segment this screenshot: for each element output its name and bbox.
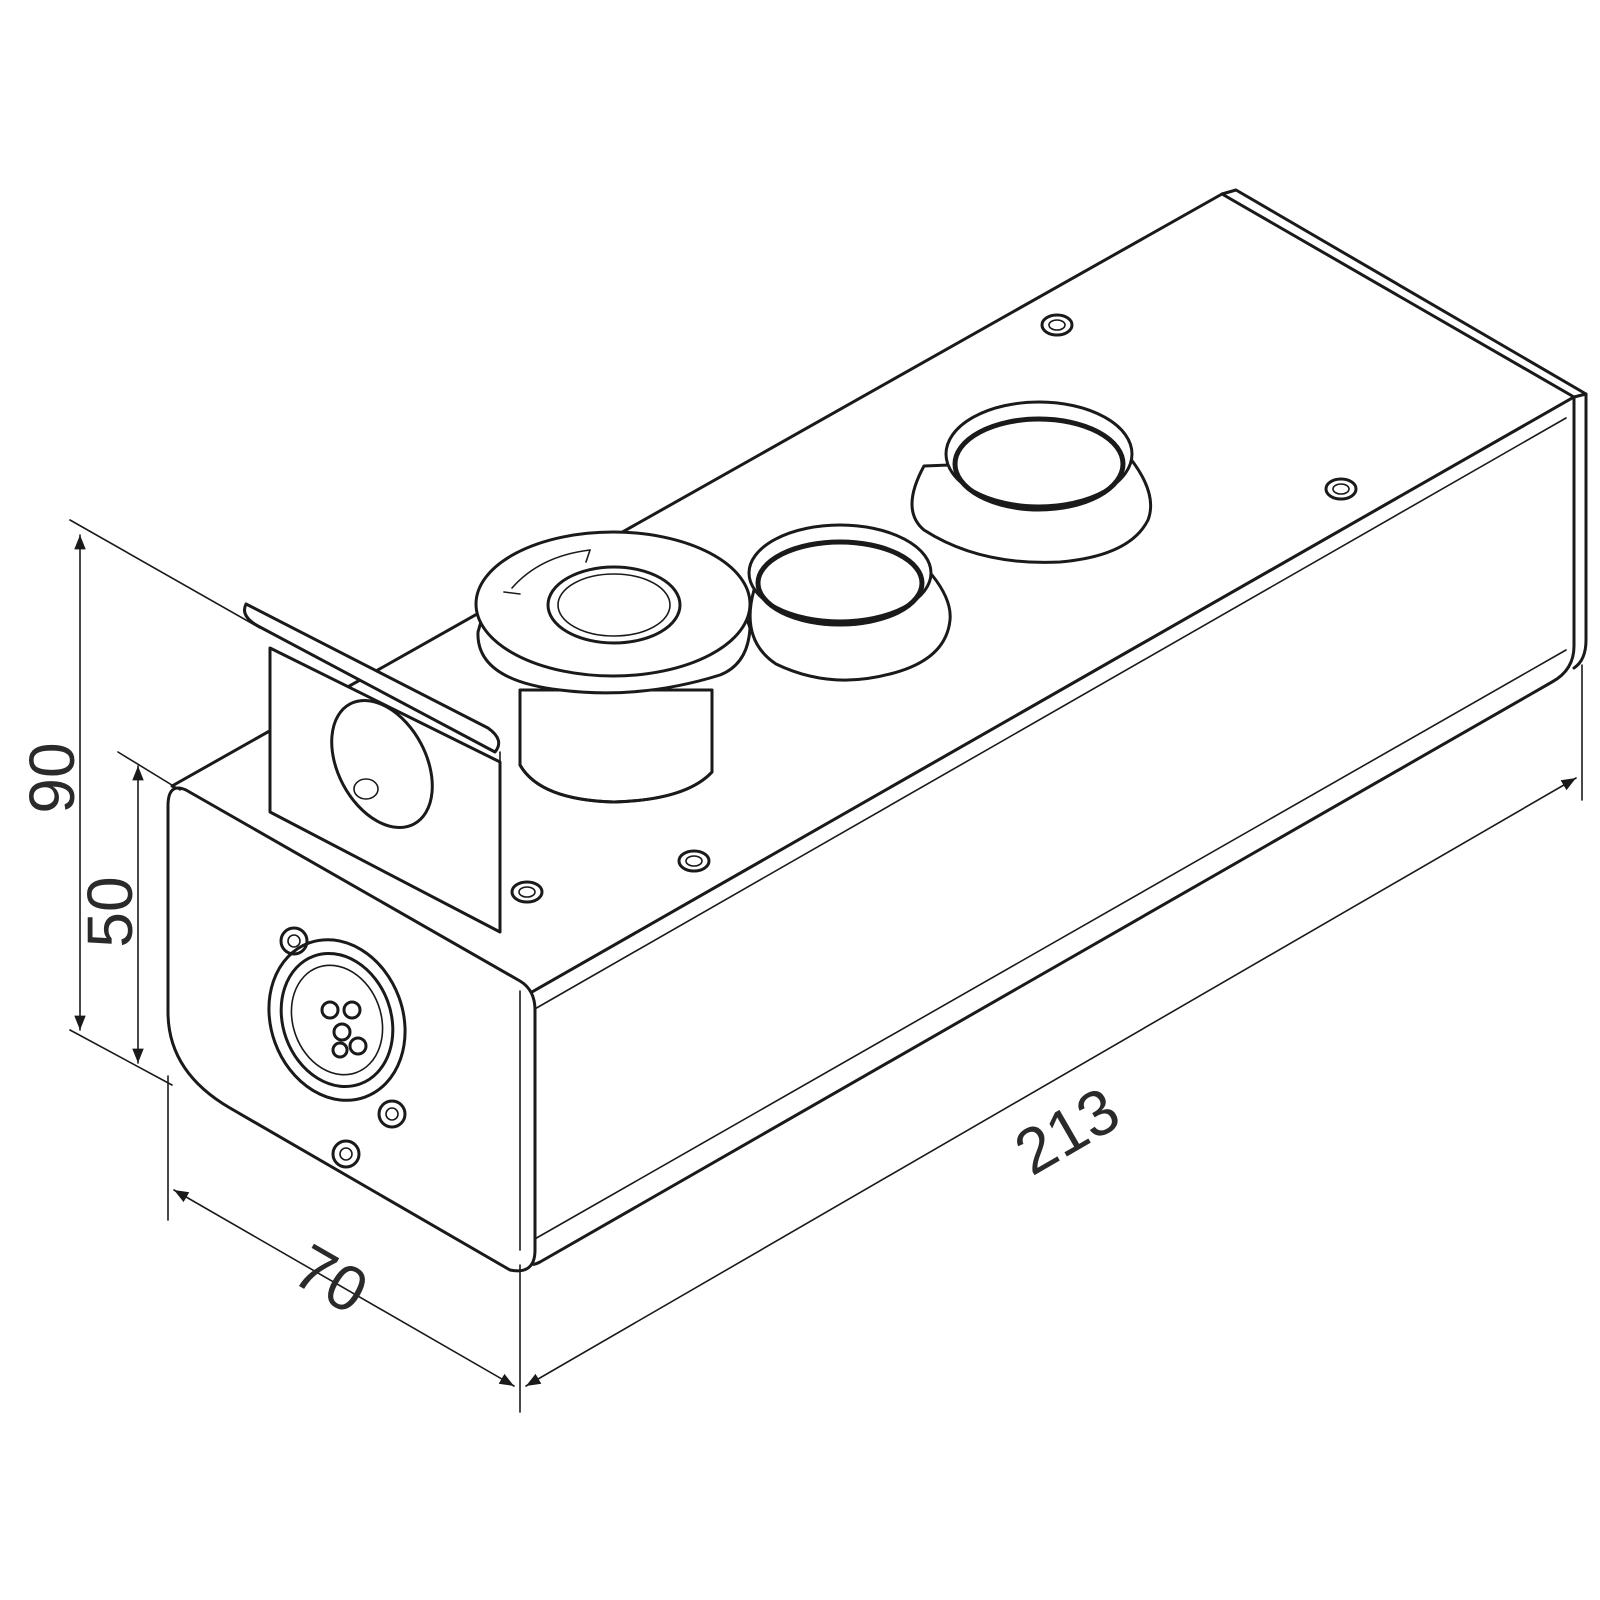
screw-icon xyxy=(279,926,309,956)
lock-bracket-icon xyxy=(243,602,502,934)
screw-icon xyxy=(677,849,711,873)
screw-icon xyxy=(331,1139,361,1169)
screw-icon xyxy=(1040,313,1074,337)
dimension-total-height-label: 90 xyxy=(16,742,88,813)
dimension-length-label: 213 xyxy=(1003,1073,1131,1189)
button-large-icon xyxy=(910,400,1153,564)
dimension-depth-label: 70 xyxy=(282,1230,380,1328)
top-components xyxy=(243,313,1358,934)
dimension-lines xyxy=(69,519,1583,1413)
emergency-stop-icon xyxy=(474,530,752,804)
screw-icon xyxy=(377,1099,407,1129)
dimension-body-height-label: 50 xyxy=(74,876,146,947)
screw-icon xyxy=(1324,477,1358,501)
screw-icon xyxy=(510,880,544,904)
xlr-connector-icon xyxy=(267,938,407,1102)
button-medium-icon xyxy=(747,523,952,682)
